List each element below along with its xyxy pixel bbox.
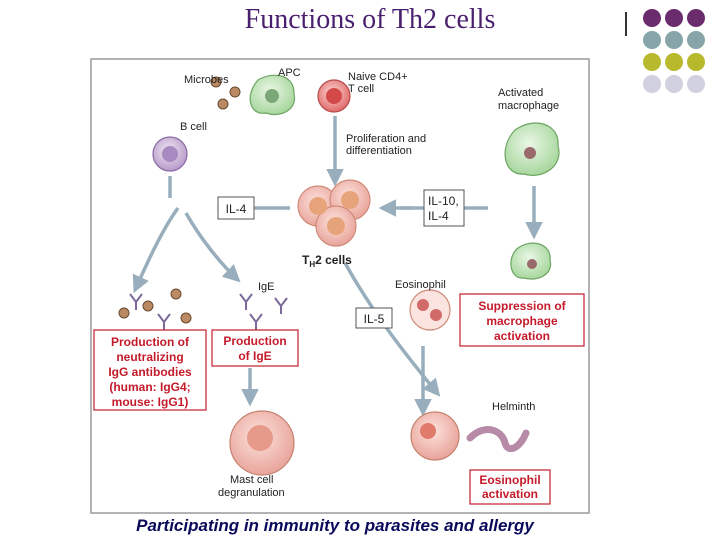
svg-text:IgG antibodies: IgG antibodies bbox=[108, 365, 192, 379]
svg-text:IL-5: IL-5 bbox=[364, 312, 385, 326]
activated-macrophage bbox=[504, 122, 560, 176]
bullet-dot bbox=[665, 53, 683, 71]
cytokine-box-il5: IL-5 bbox=[355, 307, 393, 329]
label-mast-cell: Mast cell bbox=[230, 474, 273, 486]
label-activated: Activated bbox=[498, 87, 543, 99]
label-naive-cd4: Naive CD4+ bbox=[348, 71, 408, 83]
slide-caption: Participating in immunity to parasites a… bbox=[136, 516, 534, 535]
bullet-dot-grid-icon bbox=[643, 9, 705, 93]
svg-text:Production of: Production of bbox=[111, 335, 190, 349]
svg-text:IL-10,: IL-10, bbox=[428, 194, 459, 208]
svg-text:Suppression of: Suppression of bbox=[478, 299, 566, 313]
svg-text:IL-4: IL-4 bbox=[226, 202, 247, 216]
label-apc: APC bbox=[278, 67, 301, 79]
apc-cell bbox=[249, 74, 296, 115]
bullet-dot bbox=[687, 31, 705, 49]
th2-cell-cluster bbox=[297, 179, 371, 247]
box-production-ige: Production of IgE bbox=[211, 329, 299, 367]
bullet-dot bbox=[665, 9, 683, 27]
svg-text:Eosinophil: Eosinophil bbox=[479, 473, 540, 487]
mast-cell bbox=[229, 410, 295, 476]
eosinophil-cell bbox=[409, 289, 451, 331]
label-differentiation: differentiation bbox=[346, 145, 412, 157]
b-cell bbox=[152, 136, 188, 172]
svg-text:of IgE: of IgE bbox=[238, 349, 271, 363]
bullet-dot bbox=[665, 75, 683, 93]
svg-text:mouse: IgG1): mouse: IgG1) bbox=[112, 395, 189, 409]
bullet-dot bbox=[643, 75, 661, 93]
bullet-dot bbox=[643, 31, 661, 49]
svg-text:macrophage: macrophage bbox=[486, 314, 558, 328]
slide-title: Functions of Th2 cells bbox=[244, 4, 496, 35]
label-ige: IgE bbox=[258, 281, 275, 293]
title-divider bbox=[625, 12, 627, 36]
arrow-il4-to-ige bbox=[184, 212, 241, 283]
svg-text:neutralizing: neutralizing bbox=[116, 350, 183, 364]
label-microbes: Microbes bbox=[184, 74, 229, 86]
bullet-dot bbox=[687, 9, 705, 27]
label-eosinophil: Eosinophil bbox=[395, 279, 446, 291]
label-th2-cells: TH2 cells bbox=[302, 253, 352, 269]
svg-text:activation: activation bbox=[482, 487, 538, 501]
bullet-dot bbox=[687, 53, 705, 71]
label-bcell: B cell bbox=[180, 121, 207, 133]
helminth-worm bbox=[466, 426, 530, 453]
box-eosinophil-activation: Eosinophil activation bbox=[469, 469, 551, 505]
antibody-y-shapes bbox=[129, 293, 288, 330]
label-degranulation: degranulation bbox=[218, 487, 285, 499]
label-helminth: Helminth bbox=[492, 401, 535, 413]
bullet-dot bbox=[665, 31, 683, 49]
cytokine-box-il10-il4: IL-10, IL-4 bbox=[423, 189, 465, 227]
label-naive-tcell: T cell bbox=[348, 83, 374, 95]
bullet-dot bbox=[643, 9, 661, 27]
box-suppression-macrophage: Suppression of macrophage activation bbox=[459, 293, 585, 347]
svg-text:(human: IgG4;: (human: IgG4; bbox=[109, 380, 190, 394]
bullet-dot bbox=[643, 53, 661, 71]
antibody-microbe-row bbox=[118, 288, 192, 324]
label-proliferation: Proliferation and bbox=[346, 133, 426, 145]
naive-cd4-t-cell bbox=[317, 79, 351, 113]
arrow-il4-to-igg bbox=[132, 206, 180, 294]
svg-text:Production: Production bbox=[223, 334, 286, 348]
resting-macrophage bbox=[510, 242, 552, 280]
microbe-cluster-top bbox=[210, 76, 241, 110]
svg-text:activation: activation bbox=[494, 329, 550, 343]
bullet-dot bbox=[687, 75, 705, 93]
th2-function-diagram: Microbes APC Naive CD4+ T cell Activated… bbox=[90, 58, 590, 514]
svg-text:IL-4: IL-4 bbox=[428, 209, 449, 223]
activated-eosinophil bbox=[410, 411, 460, 461]
cytokine-box-il4: IL-4 bbox=[217, 196, 255, 220]
box-neutralizing-igg: Production of neutralizing IgG antibodie… bbox=[93, 329, 207, 411]
label-macrophage: macrophage bbox=[498, 100, 559, 112]
